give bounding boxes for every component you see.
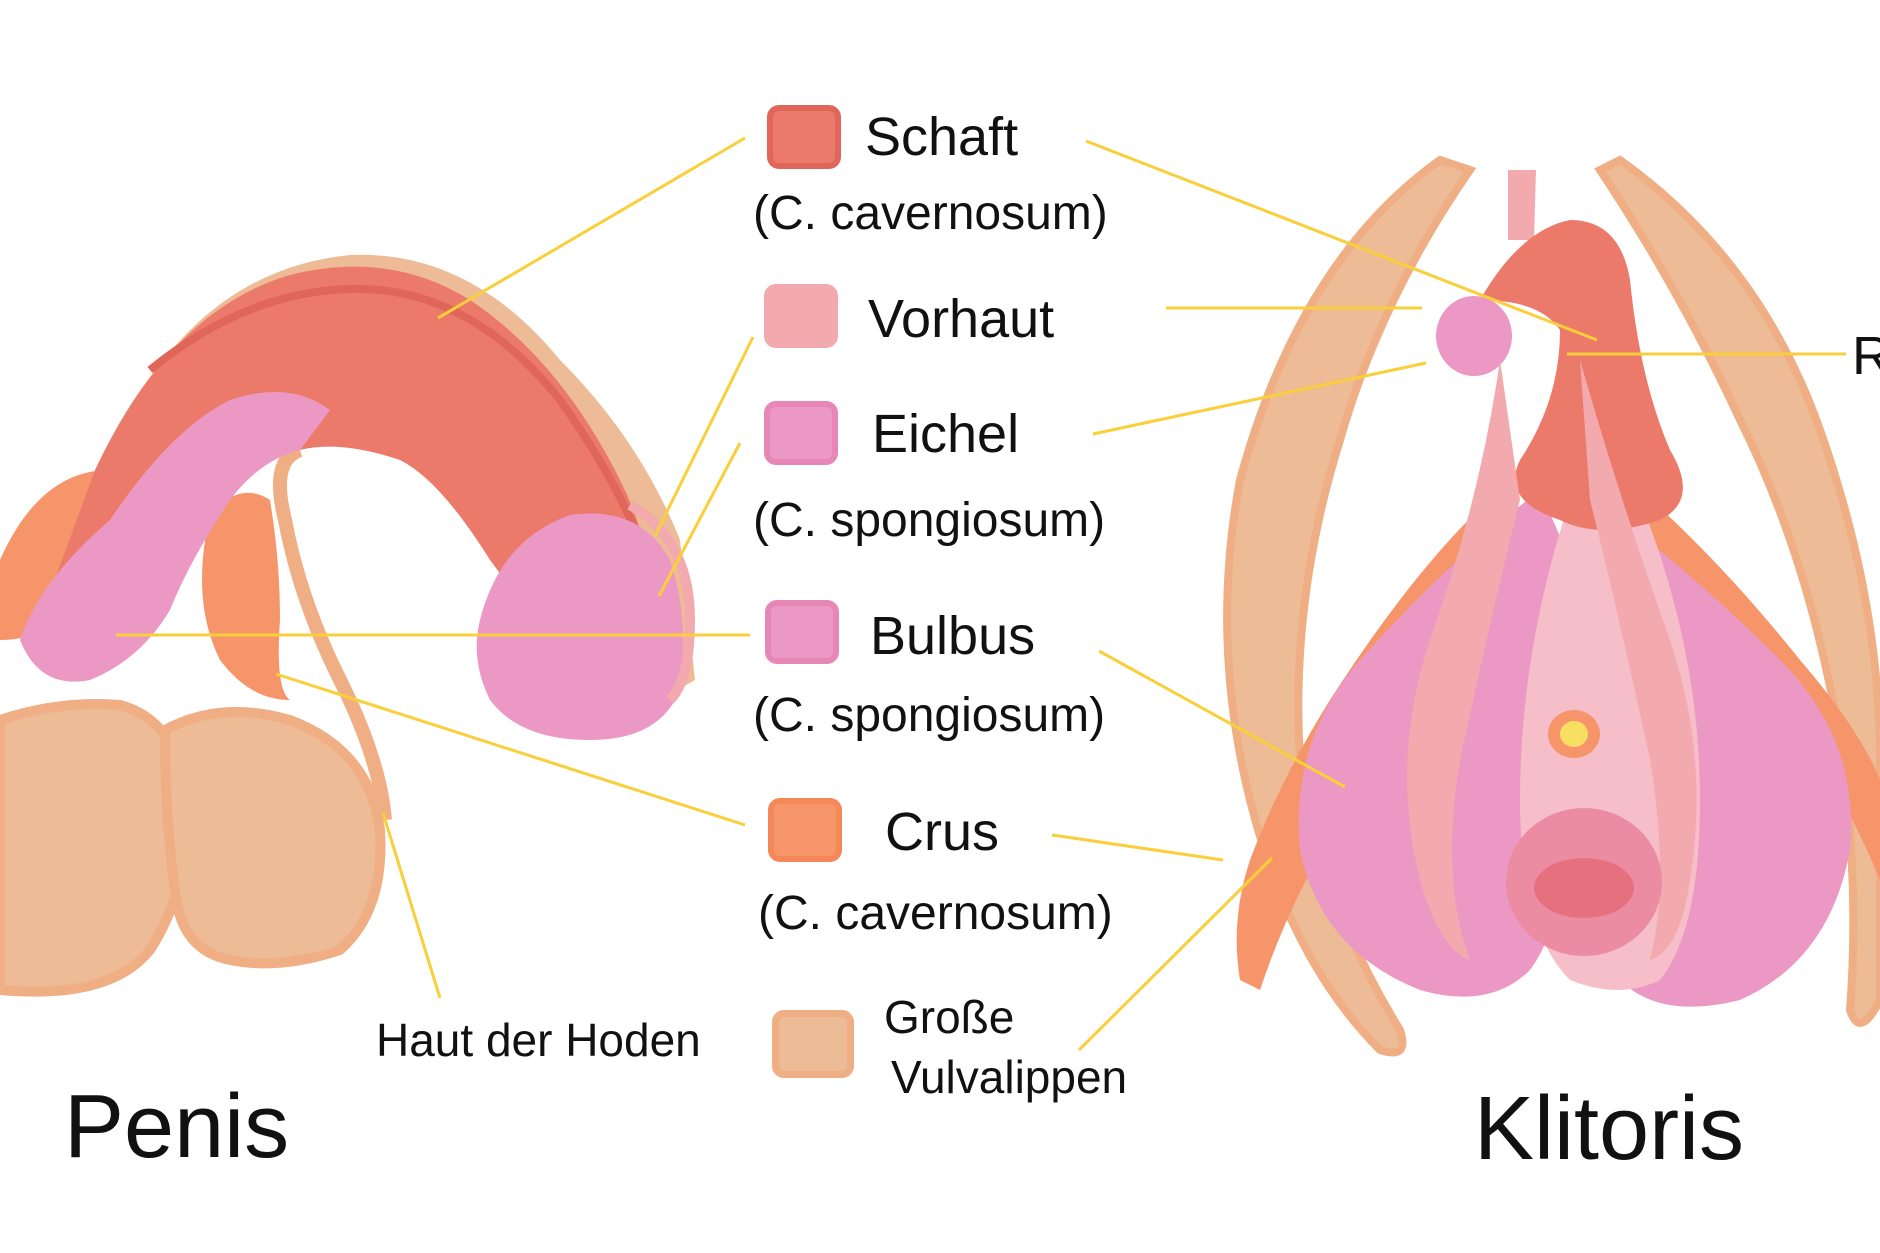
swatch-schaft: [767, 105, 841, 169]
labia-minora-left: [1407, 360, 1520, 960]
urethral-opening-center: [1560, 721, 1588, 747]
labia-major-right: [1594, 155, 1880, 1027]
leader-crus-klitoris: [1051, 833, 1224, 862]
label-eichel-sub: (C. spongiosum): [753, 494, 1106, 547]
leader-schaft-penis: [437, 136, 746, 320]
leader-haut-der-hoden: [381, 812, 442, 999]
klitoris-glans: [1436, 296, 1512, 376]
penis-bulbus: [20, 392, 330, 682]
label-right-cut: R: [1852, 326, 1880, 386]
label-bulbus-sub: (C. spongiosum): [753, 689, 1106, 742]
label-haut-der-hoden: Haut der Hoden: [376, 1014, 701, 1066]
scrotum-right: [159, 707, 386, 969]
label-schaft: Schaft: [865, 107, 1019, 167]
title-klitoris: Klitoris: [1474, 1079, 1745, 1179]
leader-eichel-penis: [657, 442, 742, 597]
label-eichel: Eichel: [872, 404, 1020, 464]
swatch-grosse-vulvalippen: [772, 1010, 854, 1078]
penis-shaft: [40, 266, 660, 660]
swatch-vorhaut: [764, 284, 838, 348]
klitoris-illustration: [1223, 155, 1880, 1057]
penis-glans: [476, 513, 684, 740]
penis-crus-right: [202, 492, 290, 700]
penis-illustration: [0, 254, 696, 997]
leader-crus-penis: [275, 672, 746, 827]
leader-schaft-klitoris: [1085, 139, 1598, 342]
label-crus-sub: (C. cavernosum): [758, 887, 1113, 940]
leader-grosse-vulvalippen: [1077, 856, 1274, 1052]
label-schaft-sub: (C. cavernosum): [753, 187, 1108, 240]
labia-minora-right: [1580, 360, 1697, 960]
vaginal-opening-inner: [1534, 858, 1634, 918]
leader-eichel-klitoris: [1092, 361, 1427, 436]
swatch-bulbus: [765, 600, 839, 664]
hood-strip: [1508, 170, 1536, 240]
leader-lines: [116, 136, 1846, 1052]
label-vorhaut: Vorhaut: [868, 289, 1055, 349]
label-bulbus: Bulbus: [870, 606, 1036, 666]
swatch-crus: [768, 798, 842, 862]
label-crus: Crus: [885, 802, 1000, 862]
leader-vorhaut-penis: [653, 336, 755, 537]
swatch-eichel: [764, 401, 838, 465]
leader-bulbus-klitoris: [1098, 649, 1346, 789]
label-grosse-line2: Vulvalippen: [891, 1051, 1128, 1103]
scrotal-skin-strand: [273, 443, 392, 821]
label-grosse-line1: Große: [884, 991, 1015, 1043]
title-penis: Penis: [64, 1077, 290, 1177]
scrotum-left: [0, 699, 192, 997]
